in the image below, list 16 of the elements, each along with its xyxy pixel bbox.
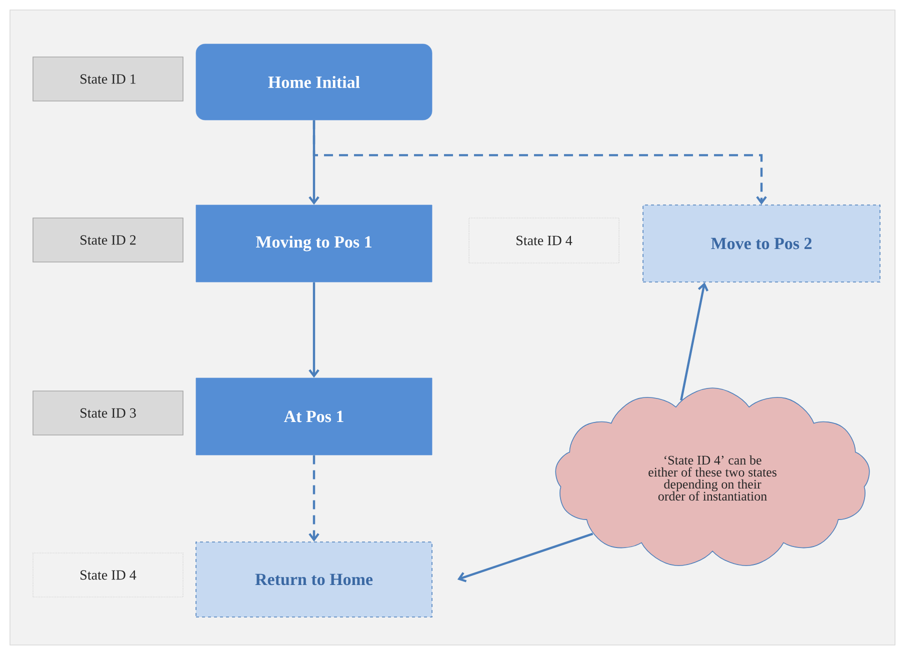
state-id-box: State ID 4 <box>32 552 184 598</box>
state-box: Moving to Pos 1 <box>196 204 432 282</box>
state-id-box: State ID 3 <box>32 390 184 436</box>
arrow <box>457 532 594 582</box>
arrow <box>680 282 708 401</box>
state-box: Move to Pos 2 <box>642 204 880 282</box>
arrow <box>308 455 320 542</box>
arrow <box>308 282 320 378</box>
state-box: Return to Home <box>196 542 432 618</box>
arrow <box>312 120 767 205</box>
state-id-box: State ID 1 <box>32 56 184 102</box>
state-id-box: State ID 2 <box>32 218 184 262</box>
cloud-callout: ‘State ID 4’ can be either of these two states depending on their order of instantiation <box>555 388 870 566</box>
state-id-box: State ID 4 <box>468 218 620 264</box>
state-box: Home Initial <box>196 44 432 120</box>
state-box: At Pos 1 <box>196 378 432 456</box>
